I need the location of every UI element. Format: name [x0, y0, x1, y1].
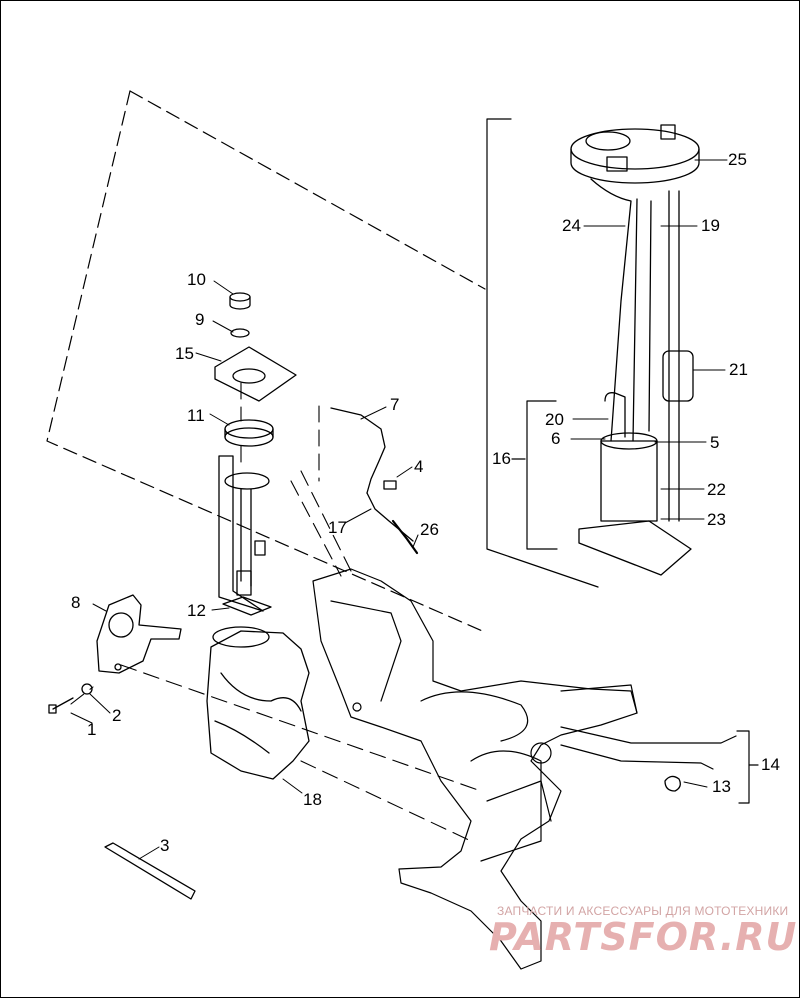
- pump-module-detail: [570, 124, 700, 576]
- part-14-lines: [560, 726, 737, 770]
- callout-12: 12: [187, 601, 206, 620]
- callout-18: 18: [303, 790, 322, 809]
- part-12-gasket: [222, 596, 272, 616]
- part-4-clip: [383, 480, 397, 490]
- leader-lines: [70, 159, 728, 860]
- callout-20: 20: [545, 410, 564, 429]
- exploded-region-outline: [46, 90, 488, 634]
- part-26-hose: [391, 519, 419, 555]
- callout-23: 23: [707, 510, 726, 529]
- part-7-fuel-line: [330, 407, 386, 494]
- callout-21: 21: [729, 360, 748, 379]
- alignment-dashes: [70, 382, 482, 842]
- part-13-clamp: [664, 775, 681, 792]
- callout-17: 17: [328, 518, 347, 537]
- part-18-fuel-tank: [206, 626, 310, 780]
- callout-15: 15: [175, 344, 194, 363]
- callout-11: 11: [187, 406, 205, 425]
- callout-6: 6: [551, 429, 561, 448]
- callout-25: 25: [728, 150, 747, 169]
- part-9-o-ring: [230, 328, 250, 338]
- part-11-lock-ring: [224, 419, 274, 447]
- callout-8: 8: [71, 593, 81, 612]
- callout-1: 1: [87, 720, 97, 739]
- watermark-tagline: ЗАПЧАСТИ И АКСЕССУАРЫ ДЛЯ МОТОТЕХНИКИ: [497, 904, 789, 918]
- callout-13: 13: [712, 777, 731, 796]
- callout-24: 24: [562, 216, 581, 235]
- callout-3: 3: [160, 836, 170, 855]
- part-3-strap: [104, 842, 196, 900]
- part-17-line: [366, 492, 414, 542]
- callout-22: 22: [707, 480, 726, 499]
- detail-bracket: [486, 118, 759, 804]
- callout-19: 19: [701, 216, 720, 235]
- part-15-cover: [214, 346, 297, 402]
- callout-14: 14: [761, 755, 780, 774]
- callout-10: 10: [187, 270, 206, 289]
- part-16-pump-small: [218, 455, 270, 612]
- frame: [312, 568, 638, 970]
- callout-2: 2: [112, 706, 122, 725]
- watermark-logo: PARTSFOR.RU: [489, 915, 798, 959]
- callout-7: 7: [390, 395, 400, 414]
- callout-4: 4: [414, 457, 424, 476]
- part-2-washer: [81, 683, 93, 695]
- callout-26: 26: [420, 520, 439, 539]
- callout-5: 5: [710, 433, 720, 452]
- part-10-cap: [229, 292, 251, 310]
- part-8-bracket: [96, 594, 182, 674]
- callout-9: 9: [195, 310, 205, 329]
- part-1-bolt: [48, 697, 74, 714]
- callout-16: 16: [492, 449, 511, 468]
